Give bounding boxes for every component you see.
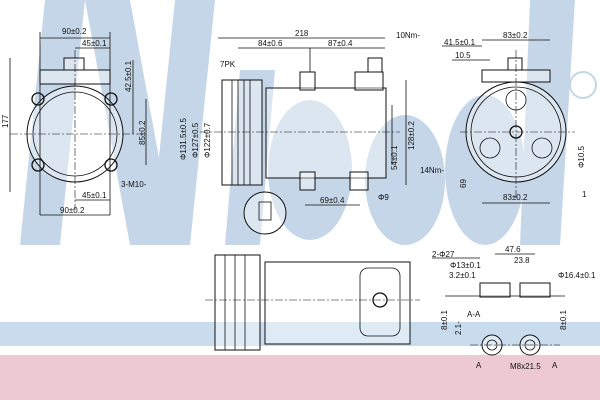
dim-len-b: 87±0.4 — [328, 39, 353, 48]
dim-dia: Φ10.5 — [577, 145, 586, 168]
bottom-view — [205, 254, 420, 351]
dim-height: 128±0.2 — [407, 121, 416, 150]
dim-height: 177 — [1, 114, 10, 128]
front-view: 90±0.2 45±0.1 177 42.5±0.1 85±0.2 45±0.1… — [1, 27, 147, 216]
marker-right: A — [552, 361, 558, 370]
connector-detail — [243, 191, 287, 235]
dim-offset: 42.5±0.1 — [124, 60, 133, 92]
dim-width-top: 83±0.2 — [503, 31, 528, 40]
side-view: 218 84±0.6 87±0.4 10Nm- 7PK Φ131.5±0.5 Φ… — [179, 29, 420, 235]
pink-band — [0, 355, 600, 400]
dim-offset-small: 10.5 — [455, 51, 471, 60]
dim-ports: 2-Φ27 — [432, 250, 455, 259]
dim-torque: 14Nm- — [420, 166, 444, 175]
marker-left: A — [476, 361, 482, 370]
dim-dia-2: Φ127±0.5 — [191, 122, 200, 158]
dim-dia-13: Φ13±0.1 — [450, 261, 481, 270]
dim-offset: 41.5±0.1 — [444, 38, 476, 47]
dim-height-small: 69 — [459, 179, 468, 188]
dim-left-h2: 2.1- — [454, 321, 463, 335]
dim-overall-length: 218 — [295, 29, 309, 38]
label-mark: 1 — [582, 190, 587, 199]
dim-width-bottom: 90±0.2 — [60, 206, 85, 215]
dim-left-h: 8±0.1 — [440, 309, 449, 330]
dim-mount: 54±0.1 — [390, 145, 399, 170]
dim-len-a: 84±0.6 — [258, 39, 283, 48]
dim-mount-spacing: 69±0.4 — [320, 196, 345, 205]
dim-right-h: 8±0.1 — [559, 309, 568, 330]
blue-band — [0, 322, 600, 346]
dim-torque-top: 10Nm- — [396, 31, 420, 40]
dim-depth: 3.2±0.1 — [449, 271, 476, 280]
dim-half-bottom: 45±0.1 — [82, 191, 107, 200]
dim-dia-3: Φ122±0.7 — [203, 122, 212, 158]
dim-len-23: 23.8 — [514, 256, 530, 265]
port-detail: 2-Φ27 Φ13±0.1 3.2±0.1 47.6 23.8 Φ16.4±0.… — [432, 245, 596, 371]
dim-len-47: 47.6 — [505, 245, 521, 254]
dim-dia-16: Φ16.4±0.1 — [558, 271, 596, 280]
dim-width-bottom: 83±0.2 — [503, 193, 528, 202]
rear-view: 41.5±0.1 83±0.2 10.5 14Nm- Φ10.5 69 83±0… — [420, 31, 587, 204]
dim-bolt: M8x21.5 — [510, 362, 541, 371]
label-belt: 7PK — [220, 60, 236, 69]
dim-thread: 3-M10- — [121, 180, 147, 189]
watermark-logo — [20, 0, 597, 245]
dim-half-top: 45±0.1 — [82, 39, 107, 48]
dim-hole-spacing: 85±0.2 — [138, 120, 147, 145]
label-section: A-A — [467, 310, 481, 319]
dim-hole: Φ9 — [378, 193, 389, 202]
dim-width-top: 90±0.2 — [62, 27, 87, 36]
dim-dia-1: Φ131.5±0.5 — [179, 118, 188, 160]
